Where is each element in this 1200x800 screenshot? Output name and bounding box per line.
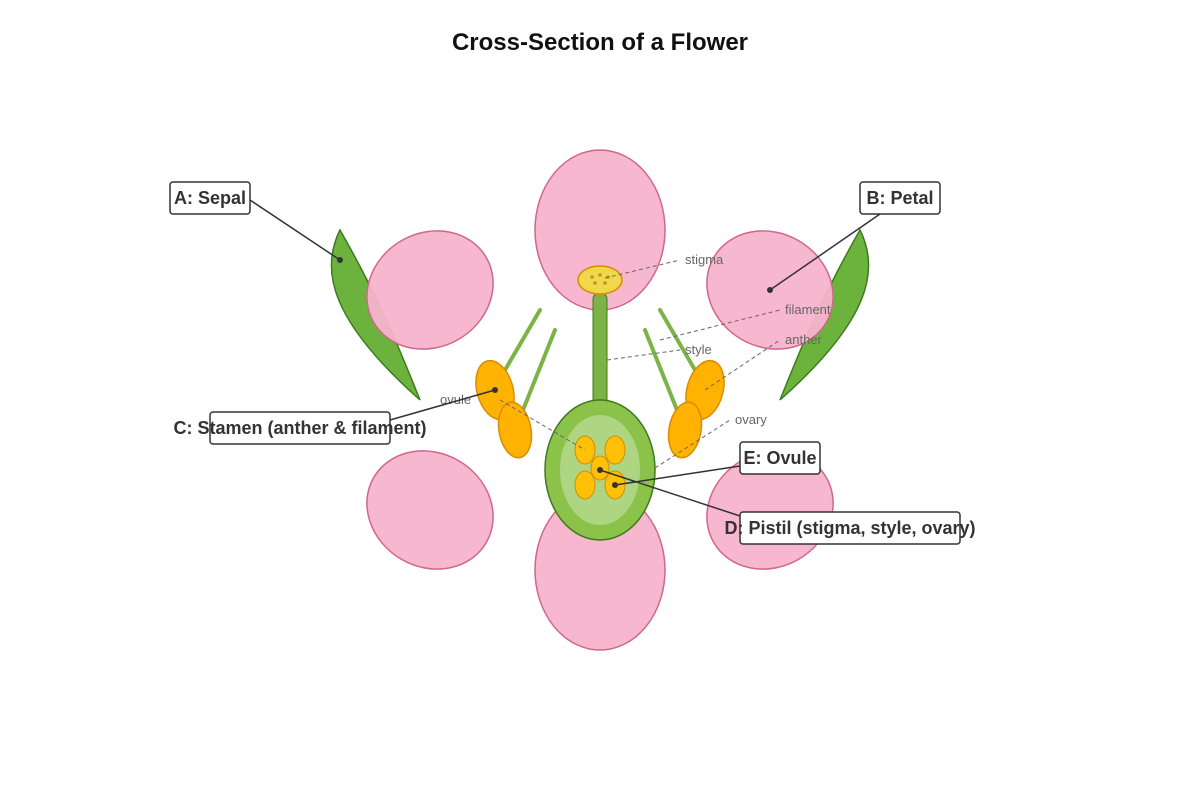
label-pistil-text: D: Pistil (stigma, style, ovary) <box>724 518 975 538</box>
label-petal: B: Petal <box>859 181 941 215</box>
label-sepal: A: Sepal <box>169 181 251 215</box>
petal-leader-dot <box>767 287 773 293</box>
pistil-leader-dot <box>597 467 603 473</box>
ovary-pointer <box>654 419 731 469</box>
style-pointer <box>606 349 681 361</box>
petal-top-left <box>366 230 494 350</box>
pistil-style <box>592 292 608 414</box>
stigma-label: stigma <box>685 252 724 267</box>
label-petal-text: B: Petal <box>866 188 933 208</box>
ovule-2 <box>604 435 626 465</box>
diagram-title: Cross-Section of a Flower <box>452 29 748 56</box>
sepal-leader-dot <box>337 257 343 263</box>
label-ovule-text: E: Ovule <box>743 448 816 468</box>
stamen-leader-dot <box>492 387 498 393</box>
pistil-stigma <box>577 265 623 295</box>
filament-left-inner <box>521 328 557 412</box>
filament-right-inner <box>643 328 679 412</box>
filament-label: filament <box>785 302 831 317</box>
pistil-leader <box>599 469 741 517</box>
anther-pointer <box>704 339 781 391</box>
label-stamen-text: C: Stamen (anther & filament) <box>173 418 426 438</box>
filament-left-outer <box>503 308 542 372</box>
stigma-pollen-dots <box>590 273 610 285</box>
anther-label: anther <box>785 332 823 347</box>
label-stamen: C: Stamen (anther & filament) <box>173 411 427 445</box>
stigma-pointer <box>604 259 681 279</box>
filament-right-outer <box>658 308 697 372</box>
sepal-leader <box>249 199 341 261</box>
anther-left-inner <box>497 401 533 459</box>
ovary-label: ovary <box>735 412 767 427</box>
style-label: style <box>685 342 712 357</box>
stamen-leader <box>389 389 496 421</box>
ovule-leader-dot <box>612 482 618 488</box>
label-ovule: E: Ovule <box>739 441 821 475</box>
petal-leader <box>769 213 881 291</box>
petal-bottom-left <box>366 450 494 570</box>
label-pistil: D: Pistil (stigma, style, ovary) <box>724 511 976 545</box>
ovule-3 <box>574 470 596 500</box>
label-sepal-text: A: Sepal <box>174 188 246 208</box>
ovule-pointer <box>499 399 586 451</box>
